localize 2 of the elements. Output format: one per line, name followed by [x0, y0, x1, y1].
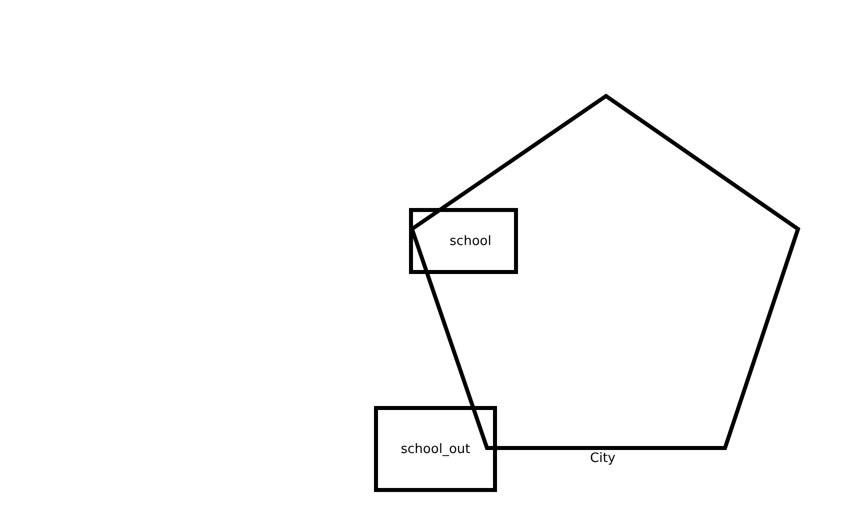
location-box: school_out	[374, 406, 497, 492]
region-label: City	[590, 451, 616, 466]
